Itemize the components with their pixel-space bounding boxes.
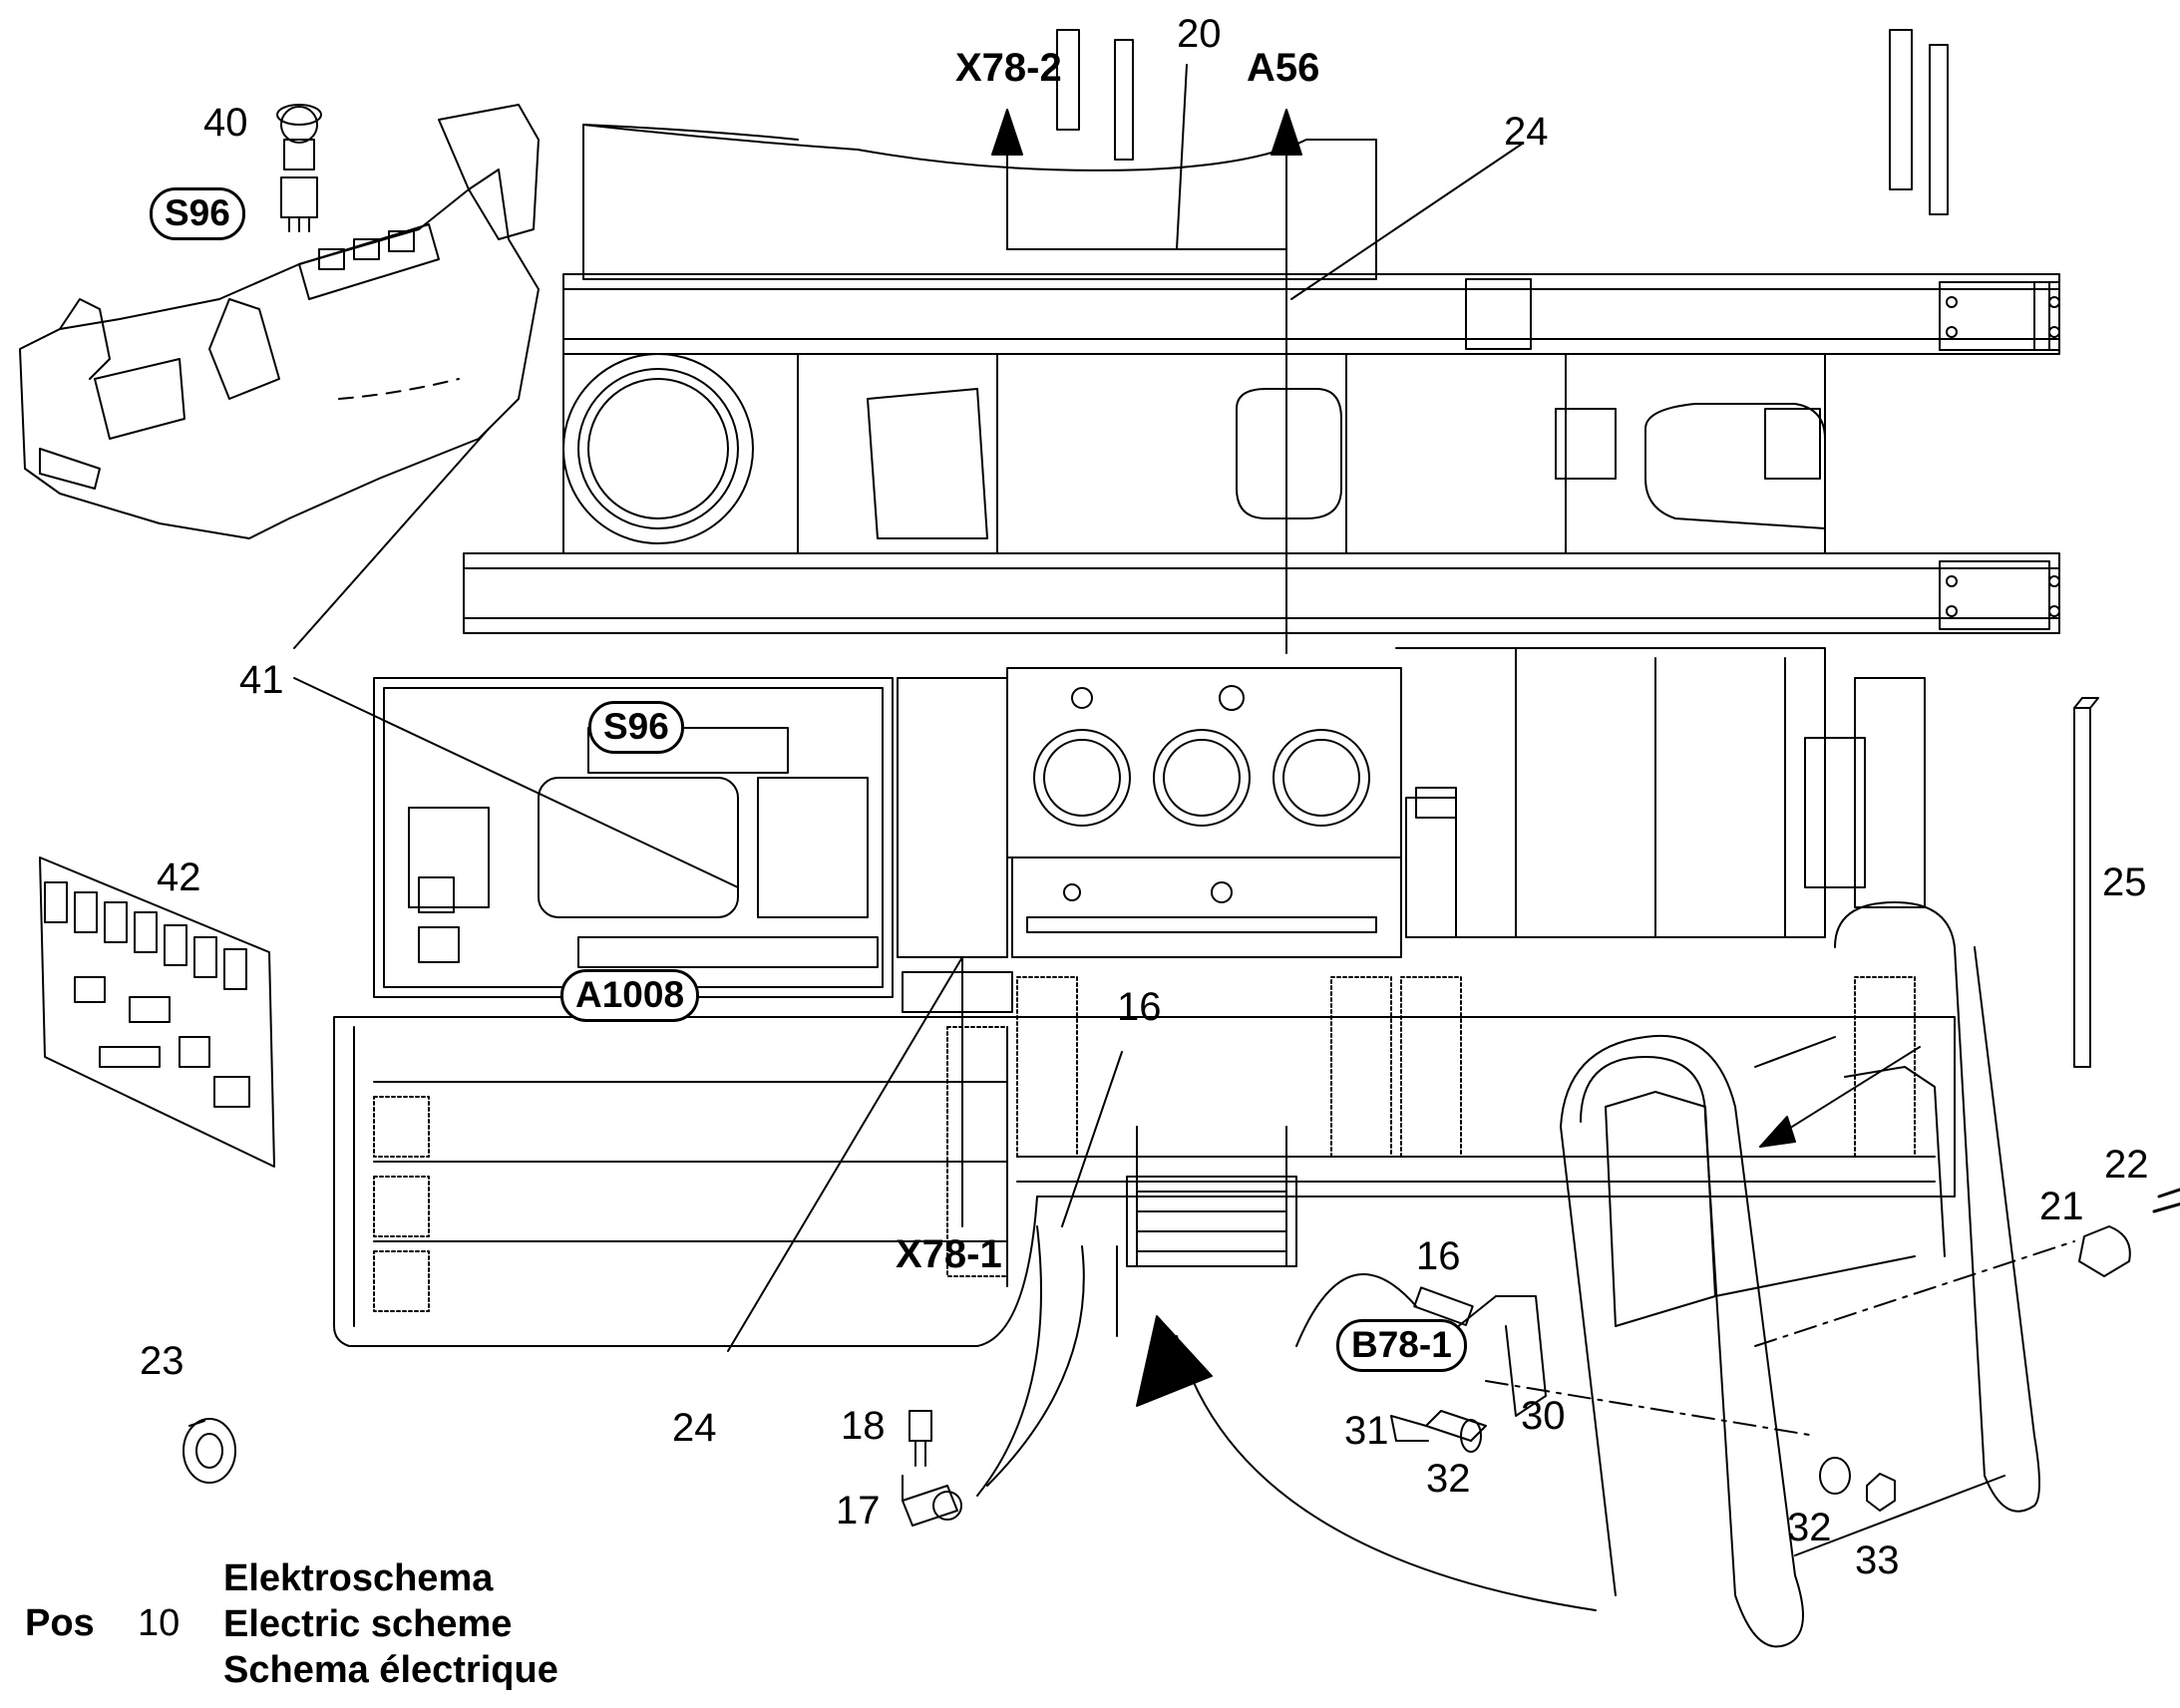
callout-42: 42	[157, 855, 201, 899]
callout-22: 22	[2104, 1143, 2149, 1187]
s96-switch-part	[276, 104, 322, 232]
connector-x78-2: X78-2	[955, 46, 1062, 90]
clamp-17	[902, 1475, 962, 1527]
operator-console	[19, 104, 540, 539]
callout-24-top: 24	[1504, 110, 1549, 154]
callout-30: 30	[1521, 1394, 1566, 1438]
callout-16-right: 16	[1416, 1234, 1461, 1278]
label-a1008: A1008	[560, 969, 700, 1022]
battery-box	[1006, 667, 1457, 958]
callout-32-mid: 32	[1426, 1457, 1471, 1501]
callout-31: 31	[1344, 1409, 1389, 1453]
washer-nut	[1819, 1457, 1896, 1512]
label-s96-mid: S96	[588, 701, 684, 754]
callout-32-right: 32	[1787, 1506, 1832, 1549]
connector-x78-1: X78-1	[896, 1232, 1002, 1276]
callout-23: 23	[140, 1339, 184, 1383]
callout-20: 20	[1177, 12, 1222, 56]
connector-a56: A56	[1247, 46, 1320, 90]
control-board	[39, 856, 275, 1168]
sensor-b78-1	[1390, 1286, 1547, 1453]
callout-24-bottom: 24	[672, 1406, 717, 1450]
callout-18: 18	[841, 1404, 886, 1448]
grommet-23	[182, 1418, 236, 1484]
callout-40: 40	[203, 101, 248, 145]
callout-16-top: 16	[1117, 985, 1162, 1029]
label-s96-top: S96	[150, 187, 245, 240]
leader-lines	[293, 64, 2075, 1611]
chassis-frame	[463, 29, 2060, 634]
right-frame-lower	[1395, 647, 1926, 938]
label-b78-1: B78-1	[1336, 1319, 1467, 1372]
callout-21: 21	[2039, 1185, 2084, 1228]
pos-label: Pos	[25, 1602, 95, 1644]
callout-25: 25	[2102, 860, 2147, 904]
callout-33: 33	[1855, 1538, 1900, 1582]
clamp-21	[2078, 1188, 2180, 1277]
pos-number: 10	[138, 1602, 181, 1644]
caption-de: Elektroschema	[223, 1557, 494, 1599]
screw-18	[908, 1410, 932, 1467]
electrical-cabinet	[373, 677, 1013, 1013]
ladder	[1560, 697, 2099, 1648]
callout-17: 17	[836, 1489, 881, 1533]
platform-grating	[333, 976, 1956, 1347]
caption-fr: Schema électrique	[223, 1649, 558, 1691]
callout-41: 41	[239, 658, 284, 702]
caption-en: Electric scheme	[223, 1603, 513, 1645]
